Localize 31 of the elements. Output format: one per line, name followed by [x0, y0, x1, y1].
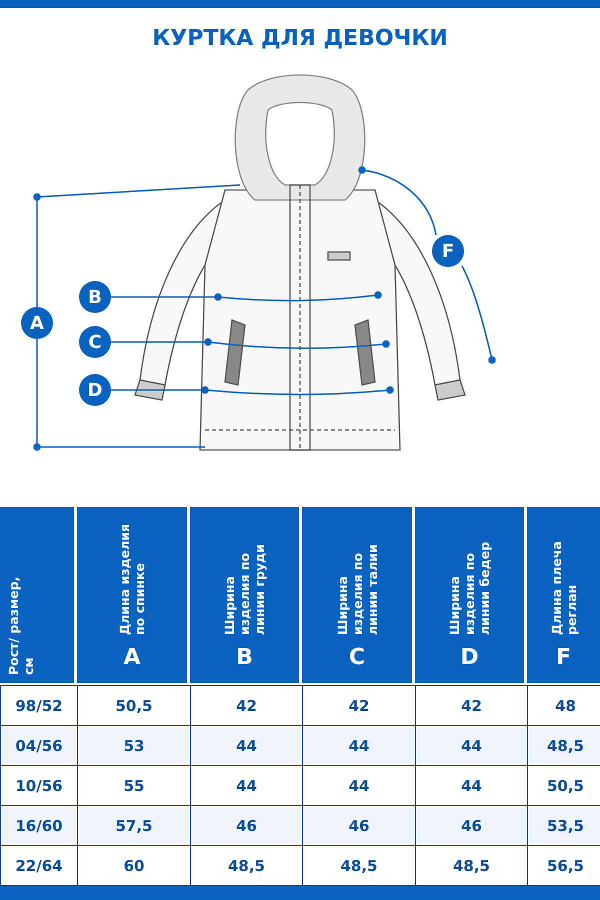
- column-heading: Длина изделия по спинке: [117, 522, 147, 635]
- table-cell: 98/52: [0, 685, 78, 726]
- table-cell: 44: [190, 725, 303, 766]
- table-cell: 22/64: [0, 845, 78, 886]
- letter-marker: C: [79, 326, 111, 358]
- letter-marker: F: [432, 235, 464, 267]
- column-letter: F: [554, 645, 572, 670]
- letter-marker: B: [79, 281, 111, 313]
- table-cell: 48,5: [527, 725, 600, 766]
- column-letter: D: [459, 645, 480, 670]
- table-cell: 44: [302, 725, 416, 766]
- table-cell: 53: [77, 725, 191, 766]
- letter-marker: D: [79, 374, 111, 406]
- column-letter: C: [348, 645, 366, 670]
- table-cell: 57,5: [77, 805, 191, 846]
- column-heading: Длина плеча реглан: [548, 540, 578, 635]
- table-cell: 46: [415, 805, 528, 846]
- table-cell: 46: [190, 805, 303, 846]
- title: КУРТКА ДЛЯ ДЕВОЧКИ: [151, 26, 449, 51]
- column-heading: Ширина изделия по линии талии: [334, 543, 380, 635]
- table-cell: 44: [415, 725, 528, 766]
- column-letter: B: [235, 645, 254, 670]
- table-cell: 46: [302, 805, 416, 846]
- column-letter: A: [122, 645, 142, 670]
- column-heading: Ширина изделия по линии груди: [222, 543, 267, 635]
- column-heading: Рост/ размер, см: [6, 576, 36, 675]
- letter-marker: A: [21, 307, 53, 339]
- table-cell: 16/60: [0, 805, 78, 846]
- column-heading: Ширина изделия по линии бедер: [447, 540, 492, 635]
- table-cell: 04/56: [0, 725, 78, 766]
- table-cell: 53,5: [527, 805, 600, 846]
